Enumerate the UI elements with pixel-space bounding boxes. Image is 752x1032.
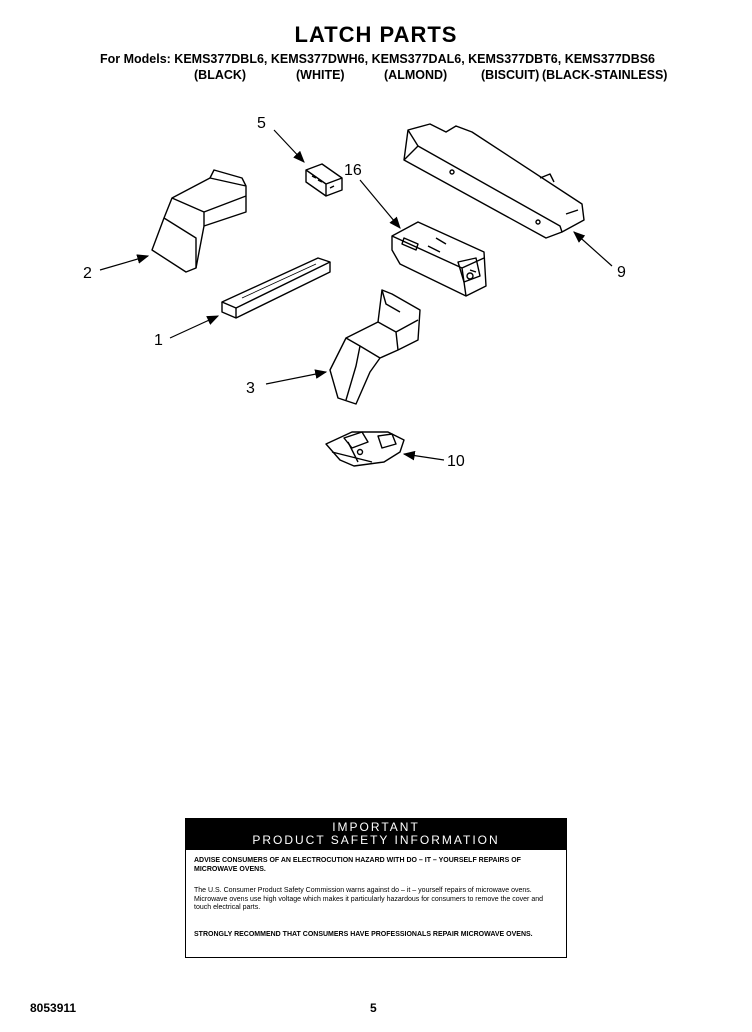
safety-para-recommend: STRONGLY RECOMMEND THAT CONSUMERS HAVE P…: [194, 931, 533, 938]
callout-1: 1: [154, 332, 163, 349]
part-16-switch-assembly: [391, 221, 487, 297]
color-almond: (ALMOND): [384, 68, 448, 82]
part-5-actuator-block: [305, 163, 343, 197]
callout-2: 2: [83, 265, 92, 282]
color-white: (WHITE): [296, 68, 345, 82]
callout-9: 9: [617, 264, 626, 281]
part-9-latch-bracket: [403, 123, 585, 239]
color-black-stainless: (BLACK-STAINLESS): [542, 68, 668, 82]
page-title: LATCH PARTS: [294, 22, 458, 47]
color-biscuit: (BISCUIT): [481, 68, 540, 82]
doc-number: 8053911: [30, 1001, 77, 1015]
callout-3: 3: [246, 380, 255, 397]
color-black: (BLACK): [194, 68, 247, 82]
safety-header-line1: IMPORTANT: [332, 820, 420, 834]
safety-para-cpsc: The U.S. Consumer Product Safety Commiss…: [194, 887, 543, 911]
safety-information-box: IMPORTANT PRODUCT SAFETY INFORMATION ADV…: [185, 818, 567, 958]
page-number: 5: [370, 1001, 377, 1015]
callout-10: 10: [447, 453, 465, 470]
part-10-switch-bracket: [325, 431, 405, 467]
callout-5: 5: [257, 115, 266, 132]
safety-header: IMPORTANT PRODUCT SAFETY INFORMATION: [186, 819, 566, 850]
callout-16: 16: [344, 162, 362, 179]
part-2-latch-cover: [151, 169, 247, 273]
safety-para-advise: ADVISE CONSUMERS OF AN ELECTROCUTION HAZ…: [194, 857, 521, 873]
models-line: For Models: KEMS377DBL6, KEMS377DWH6, KE…: [100, 52, 656, 66]
part-1-latch-bar: [221, 257, 331, 319]
part-3-mounting-plate: [329, 289, 421, 405]
safety-header-line2: PRODUCT SAFETY INFORMATION: [252, 833, 500, 847]
